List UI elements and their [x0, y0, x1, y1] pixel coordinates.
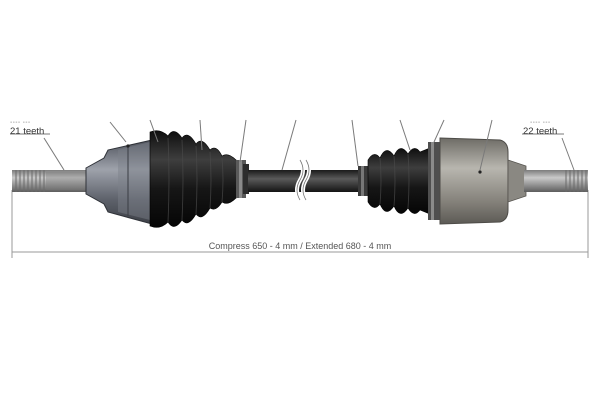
right-boot	[358, 142, 440, 220]
left-boot	[149, 130, 249, 228]
leader-lines	[10, 119, 575, 171]
right-inner-cv-housing	[439, 137, 527, 225]
left-spline-teeth-label: 21 teeth	[10, 126, 45, 137]
left-spline	[12, 170, 90, 192]
faint-mark-right: ▪▪▪▪ ▪▪▪	[530, 120, 551, 126]
length-dimension-label: Compress 650 - 4 mm / Extended 680 - 4 m…	[208, 241, 392, 251]
shaft	[248, 158, 370, 202]
left-outer-cv-housing	[85, 139, 159, 225]
faint-mark-left: ▪▪▪▪ ▪▪▪	[10, 120, 31, 126]
right-spline-teeth-label: 22 teeth	[523, 126, 558, 137]
right-spline	[524, 170, 588, 192]
dimension-line	[11, 190, 589, 258]
